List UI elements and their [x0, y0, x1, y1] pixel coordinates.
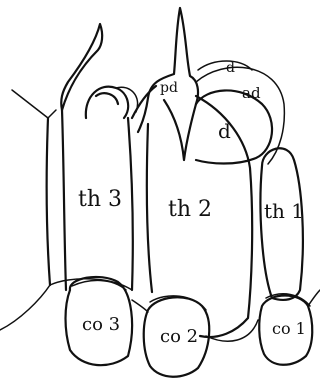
label-pd: pd	[160, 80, 178, 96]
outer-body-contour-left	[12, 90, 56, 118]
spiracle-cluster	[86, 87, 128, 118]
label-th1: th 1	[264, 199, 304, 223]
dorsal-plate-d	[196, 90, 272, 163]
ventral-contour-right	[308, 290, 320, 306]
label-co1: co 1	[272, 319, 306, 338]
label-d-large: d	[218, 119, 231, 143]
segment-th1-outline	[260, 148, 302, 300]
anterior-spine-left	[61, 24, 102, 110]
ventral-contour-left	[0, 285, 50, 330]
label-d-small: d	[226, 60, 235, 76]
label-co3: co 3	[82, 314, 120, 335]
label-co2: co 2	[160, 326, 198, 347]
label-th2: th 2	[168, 197, 212, 222]
label-th3: th 3	[78, 187, 122, 212]
label-ad: ad	[242, 84, 261, 102]
